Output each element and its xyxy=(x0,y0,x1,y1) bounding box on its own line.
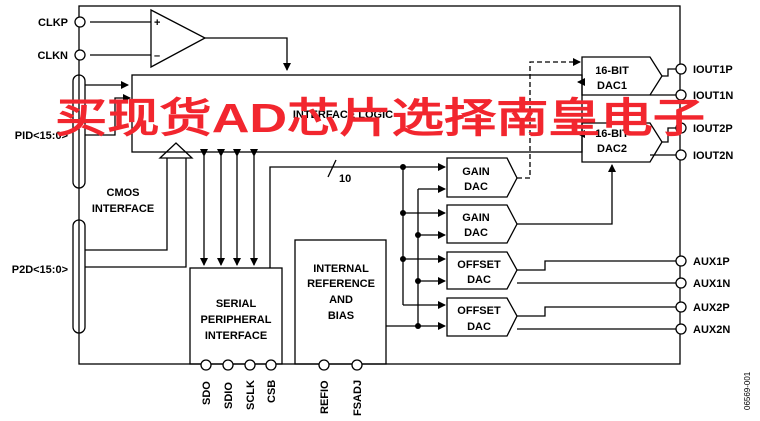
label-aux2p: AUX2P xyxy=(693,302,730,314)
pin-iout1p xyxy=(675,63,687,75)
pin-aux2p xyxy=(675,301,687,313)
spi-label-2: PERIPHERAL xyxy=(201,314,272,326)
offset-dac-1-label-2: DAC xyxy=(467,274,491,286)
label-iout1n: IOUT1N xyxy=(693,90,733,102)
label-fsadj: FSADJ xyxy=(352,380,364,416)
gain-dac-1 xyxy=(446,157,518,198)
cmos-arrow-head xyxy=(158,142,194,159)
dac1-label-1: 16-BIT xyxy=(595,65,629,77)
label-clkn: CLKN xyxy=(37,50,68,62)
pin-iout2p xyxy=(675,122,687,134)
offset-dac-2-label-2: DAC xyxy=(467,321,491,333)
label-sdio: SDIO xyxy=(223,382,235,409)
gain-dac-2-label-1: GAIN xyxy=(462,212,490,224)
label-aux1p: AUX1P xyxy=(693,256,730,268)
dac1-label-2: DAC1 xyxy=(597,80,627,92)
label-iout2n: IOUT2N xyxy=(693,150,733,162)
bus-width-label: 10 xyxy=(339,173,351,185)
interface-logic-label: INTERFACE LOGIC xyxy=(293,109,393,121)
dac1-block xyxy=(581,56,663,96)
pin-iout2n xyxy=(675,149,687,161)
ref-label-1: INTERNAL xyxy=(313,263,369,275)
offset-dac-2 xyxy=(446,297,518,337)
pin-sdo xyxy=(200,359,212,371)
comparator-plus: + xyxy=(154,17,160,29)
pin-sdio xyxy=(222,359,234,371)
clock-comparator xyxy=(150,8,207,69)
offset-dac-1 xyxy=(446,251,518,290)
watermark-text: 买现货AD芯片选择南皇电子 xyxy=(55,95,705,141)
p2d-bus xyxy=(72,219,86,334)
pin-refio xyxy=(318,359,330,371)
label-pid: PID<15:0> xyxy=(15,130,68,142)
label-sclk: SCLK xyxy=(245,380,257,410)
pin-clkp xyxy=(74,16,86,28)
label-csb: CSB xyxy=(266,380,278,403)
pin-csb xyxy=(265,359,277,371)
pin-sclk xyxy=(244,359,256,371)
pin-aux2n xyxy=(675,323,687,335)
dac2-label-2: DAC2 xyxy=(597,143,627,155)
gain-dac-1-label-2: DAC xyxy=(464,181,488,193)
label-sdo: SDO xyxy=(201,381,213,405)
gain-dac-2-label-2: DAC xyxy=(464,227,488,239)
reference-block xyxy=(294,239,387,365)
label-refio: REFIO xyxy=(319,380,331,414)
label-aux1n: AUX1N xyxy=(693,278,730,290)
gain-dac-1-label-1: GAIN xyxy=(462,166,490,178)
interface-logic-block xyxy=(131,74,583,153)
figure-id: 06569-001 xyxy=(743,371,752,410)
label-p2d: P2D<15:0> xyxy=(12,264,68,276)
label-iout1p: IOUT1P xyxy=(693,64,733,76)
label-iout2p: IOUT2P xyxy=(693,123,733,135)
ref-label-4: BIAS xyxy=(328,310,354,322)
label-aux2n: AUX2N xyxy=(693,324,730,336)
spi-block xyxy=(189,267,283,365)
cmos-label-1: CMOS xyxy=(107,187,140,199)
dac2-label-1: 16-BIT xyxy=(595,128,629,140)
pin-aux1n xyxy=(675,277,687,289)
dac2-block xyxy=(581,122,663,163)
spi-label-3: INTERFACE xyxy=(205,330,267,342)
offset-dac-2-label-1: OFFSET xyxy=(457,305,501,317)
pin-fsadj xyxy=(351,359,363,371)
label-clkp: CLKP xyxy=(38,17,68,29)
ref-label-3: AND xyxy=(329,294,353,306)
chip-outline xyxy=(78,5,681,365)
offset-dac-1-label-1: OFFSET xyxy=(457,259,501,271)
pid-bus xyxy=(72,74,86,189)
comparator-minus: – xyxy=(154,50,160,62)
ref-label-2: REFERENCE xyxy=(307,278,375,290)
pin-aux1p xyxy=(675,255,687,267)
pin-iout1n xyxy=(675,89,687,101)
spi-label-1: SERIAL xyxy=(216,298,257,310)
pin-clkn xyxy=(74,49,86,61)
cmos-label-2: INTERFACE xyxy=(92,203,154,215)
gain-dac-2 xyxy=(446,204,518,244)
